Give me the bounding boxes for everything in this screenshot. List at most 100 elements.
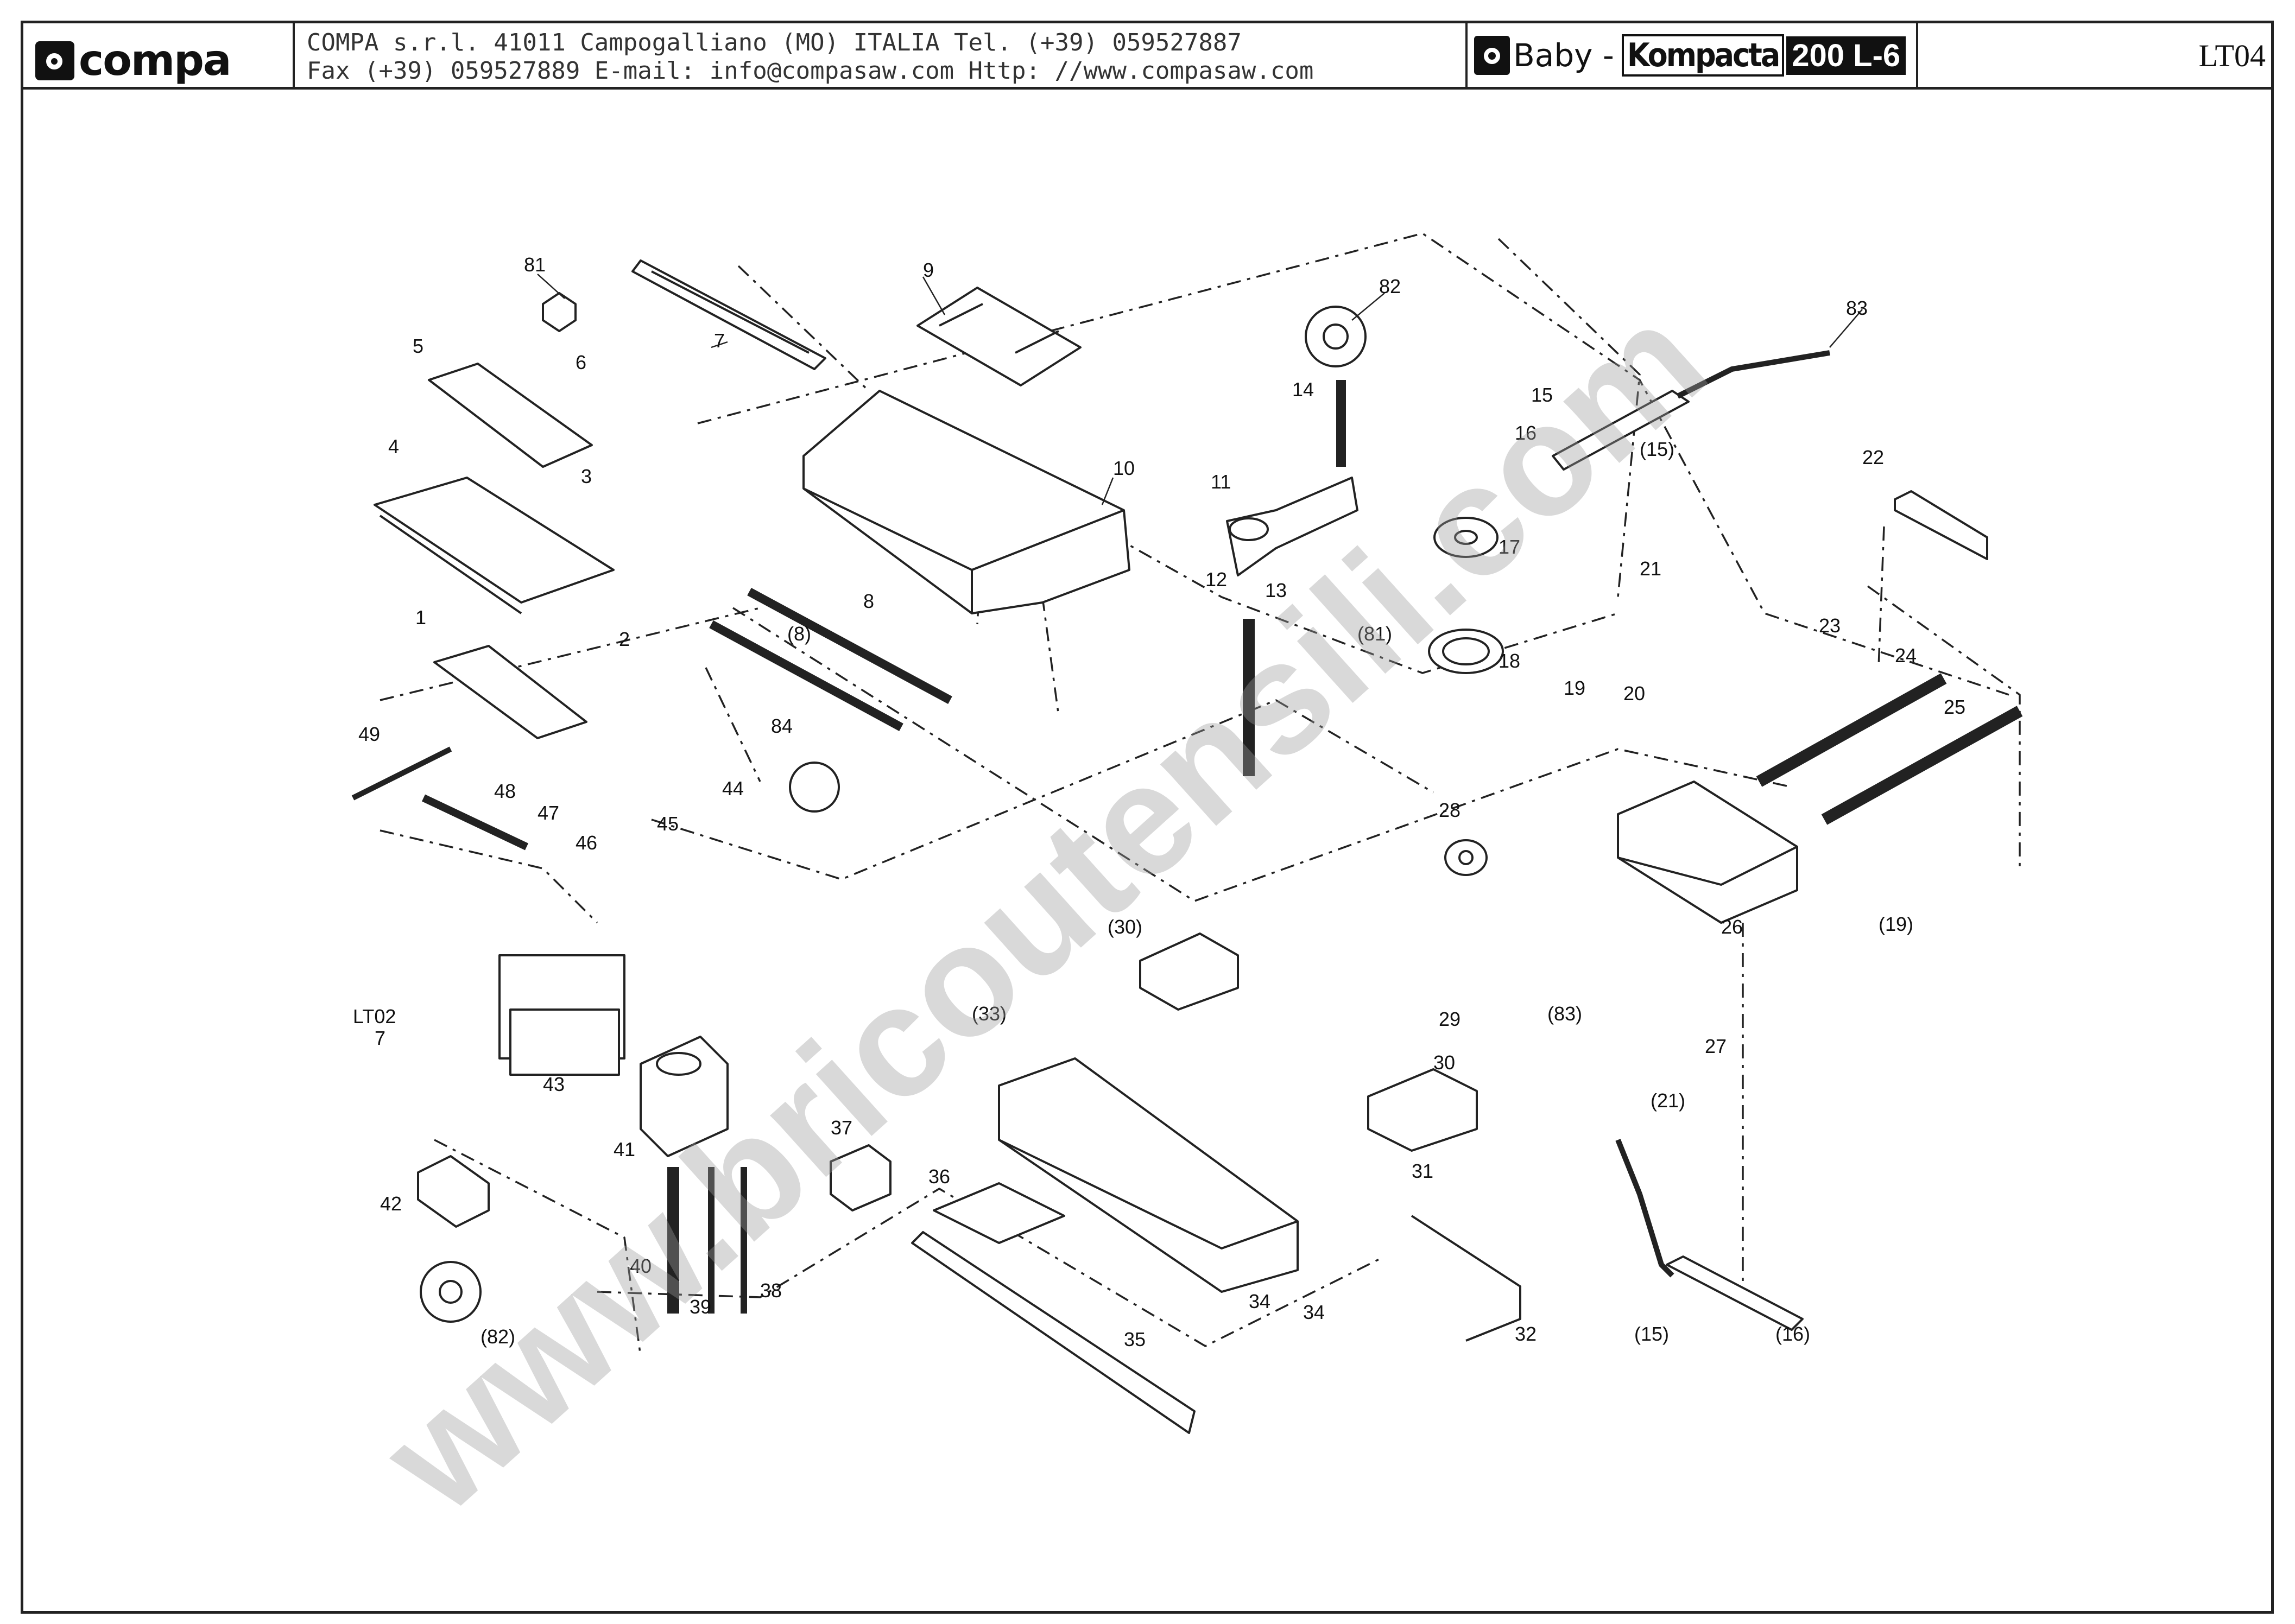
label-lt02-item: 7 [375, 1027, 385, 1049]
label-part-27: 27 [1705, 1035, 1727, 1057]
label-part-13: 13 [1265, 579, 1287, 601]
label-part-15-ref: (15) [1640, 438, 1674, 460]
block-part-36 [933, 1182, 1065, 1244]
model-badge: Baby - Kompacta 200 L-6 [1474, 33, 1906, 78]
label-part-24: 24 [1895, 644, 1917, 667]
label-part-82: 82 [1379, 275, 1401, 297]
label-part-21-ref: (21) [1651, 1089, 1685, 1112]
model-capacity: 200 L-6 [1786, 36, 1906, 75]
label-part-83: 83 [1846, 297, 1868, 319]
label-part-35: 35 [1124, 1328, 1146, 1350]
label-part-8: 8 [863, 590, 874, 612]
label-part-43: 43 [543, 1073, 565, 1095]
label-part-22: 22 [1862, 446, 1884, 468]
label-part-10: 10 [1113, 457, 1135, 479]
bracket-part-42 [417, 1155, 490, 1228]
label-part-1: 1 [415, 606, 426, 629]
bars-parts-24-25 [1756, 673, 2023, 825]
slide-part-1 [433, 645, 587, 739]
label-part-37: 37 [831, 1116, 852, 1139]
head-part-26 [1617, 781, 1798, 924]
label-part-14: 14 [1292, 378, 1314, 401]
label-part-82-ref: (82) [481, 1325, 515, 1348]
label-part-83-ref: (83) [1547, 1003, 1582, 1025]
label-part-30-ref: (30) [1108, 916, 1142, 938]
label-part-16-ref: (16) [1775, 1323, 1810, 1345]
rods-part-8 [709, 587, 952, 732]
label-part-15: 15 [1531, 384, 1553, 406]
label-part-49: 49 [358, 723, 380, 745]
label-part-26: 26 [1721, 916, 1743, 938]
model-name: Kompacta [1621, 34, 1785, 77]
address-line-1: COMPA s.r.l. 41011 Campogalliano (MO) IT… [307, 29, 1242, 56]
title-block: compa COMPA s.r.l. 41011 Campogalliano (… [23, 23, 2271, 90]
label-part-33: (33) [972, 1003, 1007, 1025]
knob-part-81 [542, 292, 577, 332]
label-part-19-ref: (19) [1879, 913, 1913, 935]
label-part-45: 45 [657, 813, 679, 835]
column-part-41 [640, 1036, 729, 1157]
wheel-part-17 [1433, 517, 1499, 558]
logo-text: compa [79, 36, 232, 85]
knob-part-84 [789, 762, 840, 813]
vise-base-part-43 [498, 954, 625, 1076]
model-cell: Baby - Kompacta 200 L-6 [1468, 23, 1918, 87]
bar-part-35 [911, 1231, 1196, 1434]
part-number-labels: 1 2 3 4 5 6 7 8 (8) 9 10 11 12 13 14 15 … [353, 253, 1965, 1350]
lever-part-16 [1552, 350, 1830, 471]
label-part-81: 81 [524, 253, 546, 276]
label-part-2: 2 [619, 628, 630, 650]
label-part-16: 16 [1515, 422, 1537, 444]
vise-jaw-part-4 [374, 477, 615, 614]
label-part-29: 29 [1439, 1008, 1461, 1030]
logo-cell: compa [23, 23, 295, 87]
address-line-2: Fax (+39) 059527889 E-mail: info@compasa… [307, 57, 1314, 85]
label-part-40: 40 [630, 1255, 652, 1277]
label-part-17: 17 [1499, 536, 1520, 558]
compa-logo-icon [35, 41, 74, 80]
model-logo-icon [1474, 36, 1510, 75]
label-part-9: 9 [923, 259, 934, 281]
label-part-21: 21 [1640, 557, 1661, 580]
label-part-81-ref: (81) [1357, 623, 1392, 645]
label-part-5: 5 [413, 335, 423, 357]
label-part-18: 18 [1499, 650, 1520, 672]
label-part-23: 23 [1819, 614, 1841, 637]
base-plate-part-34 [998, 1057, 1299, 1293]
label-part-4: 4 [388, 435, 399, 458]
label-part-8-ref: (8) [787, 623, 811, 645]
wheel-part-18 [1428, 629, 1504, 674]
arm-part-11 [1226, 477, 1358, 576]
label-part-25: 25 [1944, 696, 1965, 718]
compa-logo: compa [35, 36, 232, 85]
label-part-39: 39 [690, 1296, 711, 1318]
label-part-20: 20 [1623, 682, 1645, 705]
label-part-11: 11 [1211, 471, 1231, 493]
bracket-part-30 [1367, 1068, 1478, 1152]
label-part-41: 41 [614, 1138, 635, 1160]
model-prefix: Baby - [1513, 37, 1614, 74]
assembly-lines [380, 232, 2021, 1357]
screw-part-48 [351, 746, 528, 851]
block-part-37 [830, 1144, 892, 1211]
exploded-view-drawing: 1 2 3 4 5 6 7 8 (8) 9 10 11 12 13 14 15 … [351, 232, 2023, 1434]
label-part-3: 3 [581, 465, 592, 487]
label-part-15-ref-2: (15) [1634, 1323, 1669, 1345]
address-cell: COMPA s.r.l. 41011 Campogalliano (MO) IT… [295, 23, 1468, 87]
label-lt02: LT02 [353, 1005, 396, 1027]
label-part-30: 30 [1433, 1051, 1455, 1074]
label-part-32: 32 [1515, 1323, 1537, 1345]
label-part-46: 46 [576, 832, 597, 854]
leader-lines [537, 274, 1863, 505]
label-part-31: 31 [1412, 1160, 1433, 1182]
label-part-38: 38 [760, 1279, 782, 1302]
rods-parts-38-40 [667, 1167, 747, 1314]
label-part-28: 28 [1439, 799, 1461, 821]
knob-part-82-ref [420, 1261, 482, 1323]
label-part-84: 84 [771, 715, 793, 737]
label-part-7: 7 [714, 329, 725, 352]
label-part-19: 19 [1564, 677, 1585, 699]
bracket-part-30-ref [1139, 932, 1239, 1011]
bracket-part-32 [1411, 1215, 1521, 1342]
plate-part-9 [916, 287, 1082, 386]
